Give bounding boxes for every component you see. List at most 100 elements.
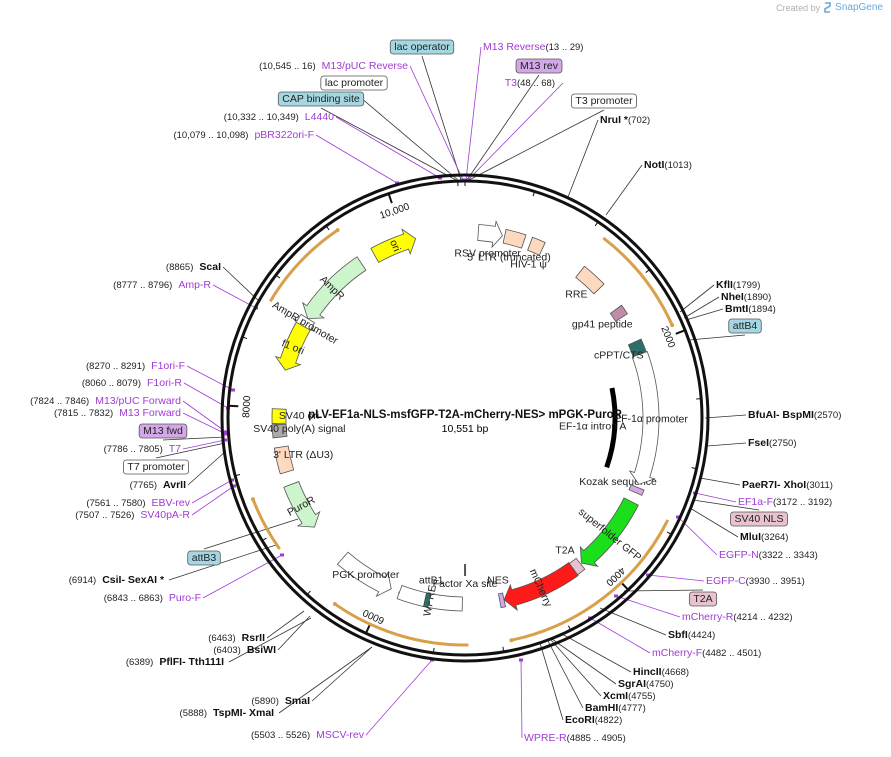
m13-rev-annotation[interactable]: M13 rev xyxy=(515,58,563,74)
ef1a-f-annotation[interactable]: EF1a-F(3172 .. 3192) xyxy=(738,496,832,508)
m13-puc-forward-annotation[interactable]: (7824 .. 7846)M13/pUC Forward xyxy=(30,395,181,407)
brand-name: SnapGene xyxy=(835,2,883,13)
l4440-annotation[interactable]: (10,332 .. 10,349)L4440 xyxy=(224,111,334,123)
m13-fwd-name: M13 fwd xyxy=(143,425,183,437)
nes-feature[interactable] xyxy=(497,592,507,609)
wpre-r-name: WPRE-R xyxy=(524,732,567,744)
sv40-nls-annotation[interactable]: SV40 NLS xyxy=(730,511,788,527)
scai-annotation[interactable]: (8865)ScaI xyxy=(166,261,221,273)
kozak-sequence-feature[interactable] xyxy=(628,484,645,496)
ef-1-promoter-feature[interactable] xyxy=(628,350,660,485)
mscv-rev-annotation[interactable]: (5503 .. 5526)MSCV-rev xyxy=(251,729,365,741)
hiv-1-feature[interactable] xyxy=(527,236,546,256)
kfli-position: (1799) xyxy=(733,280,760,291)
noti-annotation[interactable]: NotI(1013) xyxy=(644,159,692,171)
t2a-annotation[interactable]: T2A xyxy=(688,591,718,607)
pbr322ori-f-leader xyxy=(315,134,398,184)
fsei-annotation[interactable]: FseI(2750) xyxy=(748,437,796,449)
puro-f-annotation[interactable]: (6843 .. 6863)Puro-F xyxy=(104,592,201,604)
f1-ori-feature[interactable] xyxy=(274,321,311,371)
kfli-leader xyxy=(679,284,715,313)
mlui-annotation[interactable]: MluI(3264) xyxy=(740,531,788,543)
t3-annotation[interactable]: T3(48 .. 68) xyxy=(505,77,555,89)
puro-f-position: (6843 .. 6863) xyxy=(104,593,163,604)
bfuai-annotation[interactable]: BfuAI - BspMI(2570) xyxy=(748,409,841,421)
ori-feature[interactable] xyxy=(370,228,417,263)
puror-feature[interactable] xyxy=(283,481,321,528)
wpre-r-leader xyxy=(520,659,523,739)
superfolder-gfp-feature[interactable] xyxy=(579,497,639,567)
egfp-c-annotation[interactable]: EGFP-C(3930 .. 3951) xyxy=(706,575,805,587)
sbfi-annotation[interactable]: SbfI(4424) xyxy=(668,629,715,641)
kfli-annotation[interactable]: KflI(1799) xyxy=(716,279,760,291)
m13-forward-annotation[interactable]: (7815 .. 7832)M13 Forward xyxy=(54,407,181,419)
lac-promoter-annotation[interactable]: lac promoter xyxy=(320,75,388,91)
mcherry-feature[interactable] xyxy=(503,562,579,612)
sv40-ori-feature[interactable] xyxy=(271,408,287,424)
t7-annotation[interactable]: (7786 .. 7805)T7 xyxy=(104,443,182,455)
pgk-promoter-feature[interactable] xyxy=(336,551,392,598)
t2a-feature[interactable] xyxy=(568,557,586,576)
gp41-peptide-feature[interactable] xyxy=(609,304,629,322)
attb1-feature[interactable] xyxy=(423,592,431,608)
smai-annotation[interactable]: (5890)SmaI xyxy=(251,695,310,707)
attb3-annotation[interactable]: attB3 xyxy=(187,550,221,566)
m13-puc-reverse-annotation[interactable]: (10,545 .. 16)M13/pUC Reverse xyxy=(259,60,408,72)
plasmid-length: 10,551 bp xyxy=(442,423,489,435)
cap-binding-site-name: CAP binding site xyxy=(282,93,360,105)
sv40pa-r-annotation[interactable]: (7507 .. 7526)SV40pA-R xyxy=(75,509,190,521)
plasmid-name: pLV-EF1a-NLS-msfGFP-T2A-mCherry-NES> mPG… xyxy=(308,409,623,421)
pflfi-annotation[interactable]: (6389)PflFI - Tth111I xyxy=(126,656,224,668)
ecori-annotation[interactable]: EcoRI(4822) xyxy=(565,714,622,726)
mcherry-r-annotation[interactable]: mCherry-R(4214 .. 4232) xyxy=(682,611,793,623)
egfp-n-annotation[interactable]: EGFP-N(3322 .. 3343) xyxy=(719,549,818,561)
t7-promoter-leader xyxy=(155,442,226,459)
nhei-annotation[interactable]: NheI(1890) xyxy=(721,291,771,303)
hincii-annotation[interactable]: HincII(4668) xyxy=(633,666,689,678)
nrui-annotation[interactable]: NruI *(702) xyxy=(600,114,650,126)
bamhi-annotation[interactable]: BamHI(4777) xyxy=(585,702,646,714)
bsiwi-annotation[interactable]: (6403)BsiWI xyxy=(213,644,276,656)
wpre-r-annotation[interactable]: WPRE-R(4885 .. 4905) xyxy=(524,732,626,744)
rsv-promoter-feature[interactable] xyxy=(477,220,503,249)
noti-name: NotI xyxy=(644,159,664,171)
ruler-minor-tick xyxy=(645,269,650,273)
avrii-annotation[interactable]: (7765)AvrII xyxy=(130,479,187,491)
rsrii-annotation[interactable]: (6463)RsrII xyxy=(208,632,265,644)
bmti-annotation[interactable]: BmtI(1894) xyxy=(725,303,776,315)
5-ltr-truncated-feature[interactable] xyxy=(502,228,527,249)
rre-feature[interactable] xyxy=(575,265,605,295)
tspmi-annotation[interactable]: (5888)TspMI - XmaI xyxy=(180,707,275,719)
ebv-rev-annotation[interactable]: (7561 .. 7580)EBV-rev xyxy=(86,497,190,509)
egfp-n-position: (3322 .. 3343) xyxy=(759,550,818,561)
ef-1-intron-a-feature[interactable] xyxy=(604,387,618,469)
m13-fwd-annotation[interactable]: M13 fwd xyxy=(138,423,188,439)
m13-reverse-annotation[interactable]: M13 Reverse(13 .. 29) xyxy=(483,41,583,53)
mlui-leader xyxy=(689,507,739,538)
bfuai-name: - BspMI xyxy=(776,409,814,421)
mcherry-f-annotation[interactable]: mCherry-F(4482 .. 4501) xyxy=(652,647,761,659)
sgrai-annotation[interactable]: SgrAI(4750) xyxy=(618,678,673,690)
ampr-primer-annotation[interactable]: (8777 .. 8796)Amp-R xyxy=(113,279,211,291)
ampr-promoter-feature[interactable] xyxy=(292,313,316,332)
csi-annotation[interactable]: (6914)CsiI - SexAI * xyxy=(69,574,165,586)
csi-leader xyxy=(168,544,277,581)
f1ori-f-annotation[interactable]: (8270 .. 8291)F1ori-F xyxy=(86,360,185,372)
pbr322ori-f-annotation[interactable]: (10,079 .. 10,098)pBR322ori-F xyxy=(173,129,314,141)
sv40-poly-a-signal-feature[interactable] xyxy=(271,423,288,439)
3-ltr-u3-feature[interactable] xyxy=(273,445,295,475)
pbr322ori-f-position: (10,079 .. 10,098) xyxy=(173,130,248,141)
xcmi-annotation[interactable]: XcmI(4755) xyxy=(603,690,656,702)
lac-operator-annotation[interactable]: lac operator xyxy=(389,39,455,55)
t7-promoter-annotation[interactable]: T7 promoter xyxy=(123,459,189,475)
ampr-feature[interactable] xyxy=(301,256,367,320)
cppt-cts-feature[interactable] xyxy=(627,338,647,358)
cap-binding-site-annotation[interactable]: CAP binding site xyxy=(277,91,365,107)
attb4-annotation[interactable]: attB4 xyxy=(728,318,762,334)
paer7i-annotation[interactable]: PaeR7I - XhoI(3011) xyxy=(742,479,833,491)
ruler-minor-tick xyxy=(242,336,248,340)
bsiwi-position: (6403) xyxy=(213,645,240,656)
t3-promoter-annotation[interactable]: T3 promoter xyxy=(571,93,637,109)
f1ori-r-annotation[interactable]: (8060 .. 8079)F1ori-R xyxy=(82,377,183,389)
t3-promoter-leader xyxy=(468,109,605,181)
